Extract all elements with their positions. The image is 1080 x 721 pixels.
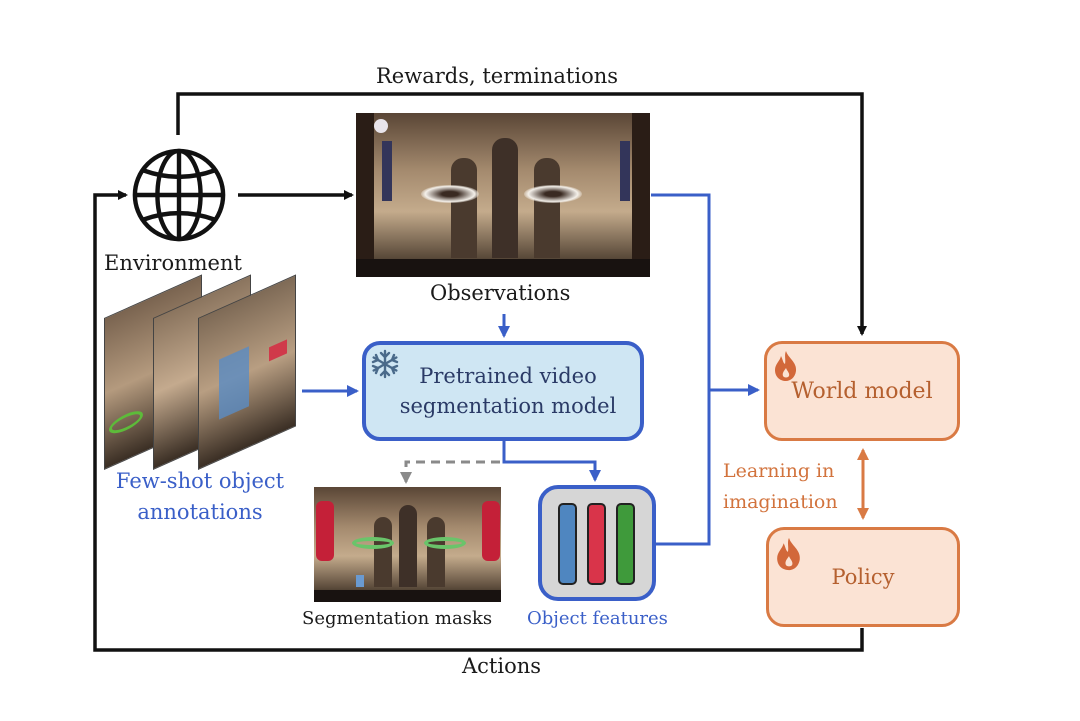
- feature-bar-blue: [558, 503, 577, 585]
- seg-to-features-arrow: [502, 441, 601, 482]
- actions-arrow: [93, 190, 864, 652]
- pretrained-segmentation-model-box: Pretrained video segmentation model: [362, 341, 644, 441]
- rewards-arrow: [176, 92, 867, 336]
- policy-label: Policy: [831, 565, 895, 589]
- policy-box: Policy: [766, 527, 960, 627]
- observations-label: Observations: [430, 281, 571, 305]
- seg-to-masks-dashed-arrow: [400, 460, 500, 484]
- flame-icon: [777, 537, 800, 571]
- few-shot-label-line-2: annotations: [137, 500, 263, 524]
- few-shot-label-line-1: Few-shot object: [115, 469, 285, 493]
- rewards-label: Rewards, terminations: [376, 64, 619, 88]
- few-shot-label: Few-shot object annotations: [110, 466, 290, 528]
- obs-to-world-arrow: [651, 193, 760, 396]
- feature-bar-red: [587, 503, 606, 585]
- model-label-line-1: Pretrained video: [419, 364, 597, 388]
- world-model-box: World model: [764, 341, 960, 441]
- learning-label-line-2: imagination: [723, 491, 838, 513]
- segmentation-masks-label: Segmentation masks: [302, 608, 493, 629]
- object-features-box: [538, 485, 656, 601]
- actions-label: Actions: [462, 654, 542, 678]
- feature-bar-green: [616, 503, 635, 585]
- learning-label-line-1: Learning in: [723, 460, 835, 482]
- object-features-label: Object features: [527, 608, 668, 629]
- features-to-world-line: [656, 390, 711, 546]
- segmentation-mask-frame: [314, 487, 501, 602]
- environment-label: Environment: [104, 251, 242, 275]
- world-model-label: World model: [791, 378, 933, 404]
- globe-icon: [132, 148, 226, 242]
- snowflake-icon: [371, 349, 399, 379]
- observation-game-frame: [356, 113, 650, 277]
- model-label-line-2: segmentation model: [399, 394, 617, 418]
- flame-icon: [775, 351, 797, 381]
- learning-in-imagination-label: Learning in imagination: [723, 456, 838, 518]
